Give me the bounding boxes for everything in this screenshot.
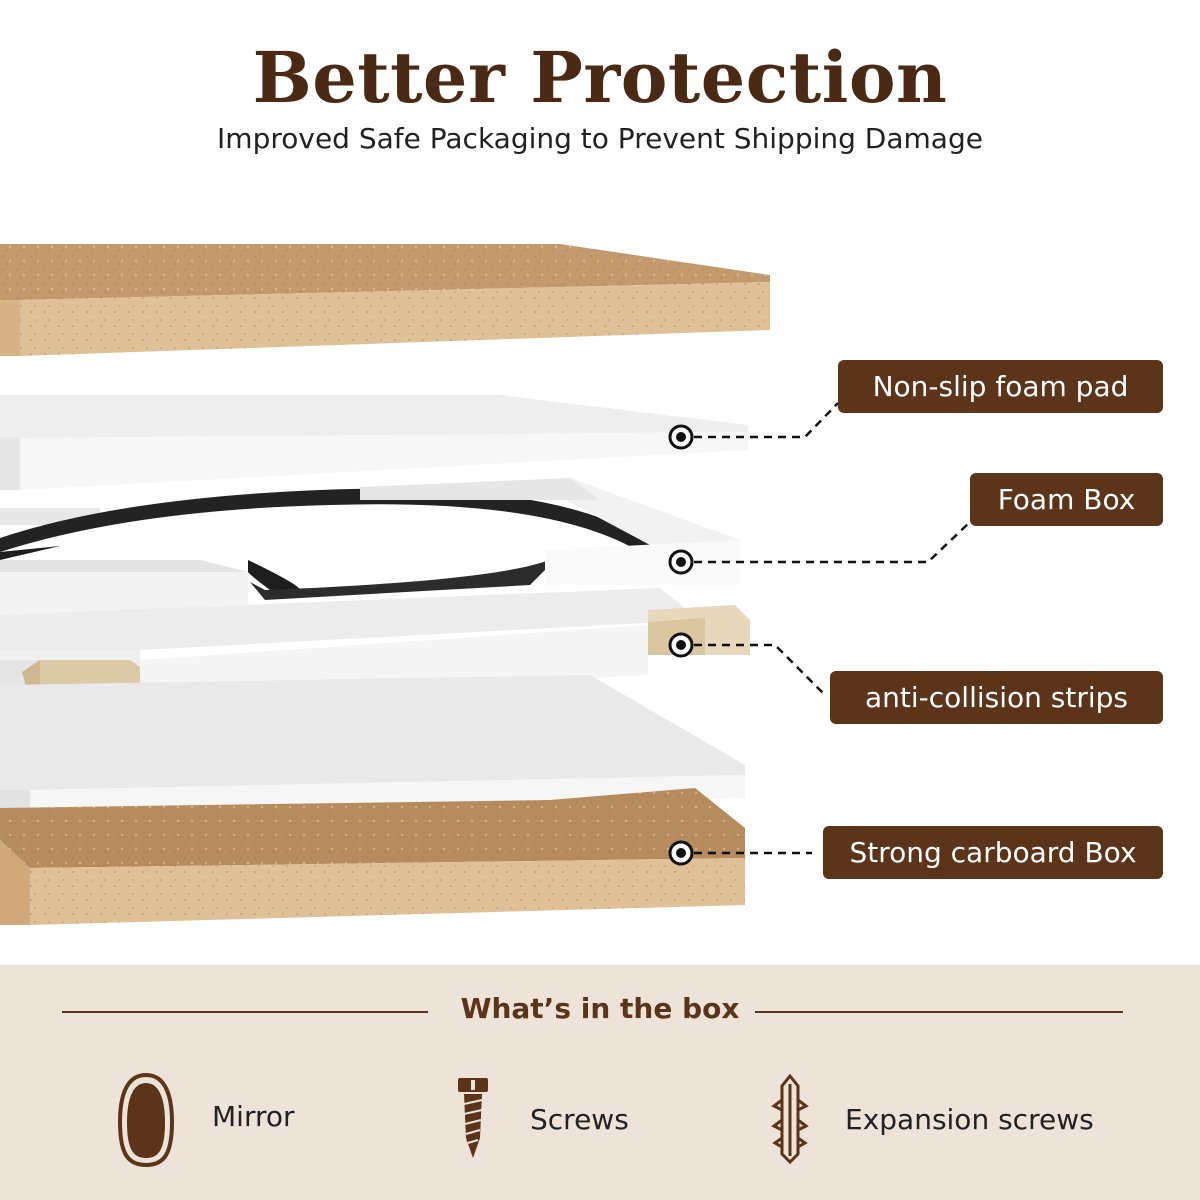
callout-foam-pad: Non-slip foam pad (838, 360, 1163, 413)
top-cardboard-board (0, 244, 770, 356)
whats-in-the-box-panel (0, 965, 1200, 1200)
whats-in-the-box-heading: What’s in the box (460, 992, 740, 1025)
callout-anti-collision-strips: anti-collision strips (830, 671, 1163, 724)
callout-foam-box: Foam Box (970, 473, 1163, 526)
heading-divider-right (755, 1011, 1123, 1013)
item-label-mirror: Mirror (212, 1100, 295, 1133)
page-subtitle: Improved Safe Packaging to Prevent Shipp… (217, 122, 983, 155)
expansion-screw-icon (771, 1074, 809, 1164)
mirror-icon (117, 1072, 175, 1168)
packaging-layers-illustration (0, 244, 971, 925)
item-label-screws: Screws (530, 1103, 629, 1136)
screw-icon (458, 1078, 488, 1158)
foam-pad-layer (0, 395, 748, 490)
page-title: Better Protection (252, 36, 948, 119)
heading-divider-left (62, 1011, 428, 1013)
callout-connectors (694, 402, 971, 855)
foam-box-layer (0, 478, 740, 618)
bottom-cardboard-box (0, 788, 745, 925)
callout-dots (668, 424, 694, 866)
callout-cardboard-box: Strong carboard Box (823, 826, 1163, 879)
item-label-expansion-screws: Expansion screws (845, 1103, 1094, 1136)
